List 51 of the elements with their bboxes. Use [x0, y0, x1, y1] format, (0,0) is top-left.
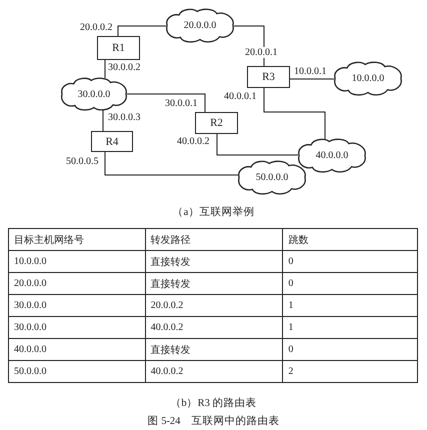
connector-line [104, 152, 238, 176]
interface-address: 40.0.0.2 [177, 136, 210, 147]
connector-line [104, 60, 106, 78]
table-cell: 直接转发 [145, 250, 283, 272]
header-cell: 目标主机网络号 [8, 228, 146, 250]
connector-line [216, 134, 298, 156]
router-box: R3 [247, 66, 290, 88]
network-cloud: 10.0.0.0 [333, 61, 403, 96]
table-cell: 40.0.0.0 [8, 338, 146, 360]
table-cell: 20.0.0.0 [8, 272, 146, 294]
subcaption: （a）互联网举例 [172, 207, 254, 218]
table-cell: 1 [282, 294, 418, 316]
interface-address: 30.0.0.1 [165, 98, 198, 109]
connector-line [264, 88, 326, 140]
table-cell: 40.0.0.2 [145, 360, 283, 382]
interface-address: 20.0.0.2 [80, 22, 112, 33]
interface-address: 40.0.0.1 [224, 91, 256, 102]
table-cell: 20.0.0.2 [145, 294, 283, 316]
connector-line [290, 78, 334, 80]
header-cell: 转发路径 [145, 228, 283, 250]
table-cell: 40.0.0.2 [145, 316, 283, 338]
connector-line [102, 110, 104, 132]
router-box: R4 [91, 131, 133, 152]
subcaption: （b）R3 的路由表 [170, 398, 257, 409]
table-cell: 30.0.0.0 [8, 316, 146, 338]
table-cell: 直接转发 [145, 338, 283, 360]
connector-line [126, 94, 206, 112]
table-cell: 1 [282, 316, 418, 338]
table-cell: 2 [282, 360, 418, 382]
router-box: R2 [195, 112, 238, 134]
network-cloud: 40.0.0.0 [297, 138, 367, 173]
table-cell: 30.0.0.0 [8, 294, 146, 316]
interface-address: 20.0.0.1 [245, 47, 278, 58]
table-cell: 直接转发 [145, 272, 283, 294]
table-cell: 0 [282, 250, 418, 272]
table-cell: 0 [282, 272, 418, 294]
interface-address: 50.0.0.5 [66, 156, 98, 167]
table-cell: 50.0.0.0 [8, 360, 146, 382]
table-cell: 0 [282, 338, 418, 360]
header-cell: 跳数 [282, 228, 418, 250]
table-cell: 10.0.0.0 [8, 250, 146, 272]
network-cloud: 20.0.0.0 [165, 8, 235, 43]
router-box: R1 [97, 36, 140, 60]
network-cloud: 30.0.0.0 [60, 77, 128, 111]
connector-line [234, 26, 264, 66]
network-cloud: 50.0.0.0 [237, 160, 307, 195]
figure-caption: 图 5-24 互联网中的路由表 [148, 416, 280, 427]
connector-line [118, 26, 166, 36]
interface-address: 30.0.0.2 [108, 62, 140, 73]
interface-address: 30.0.0.3 [108, 112, 140, 123]
interface-address: 10.0.0.1 [294, 66, 326, 77]
